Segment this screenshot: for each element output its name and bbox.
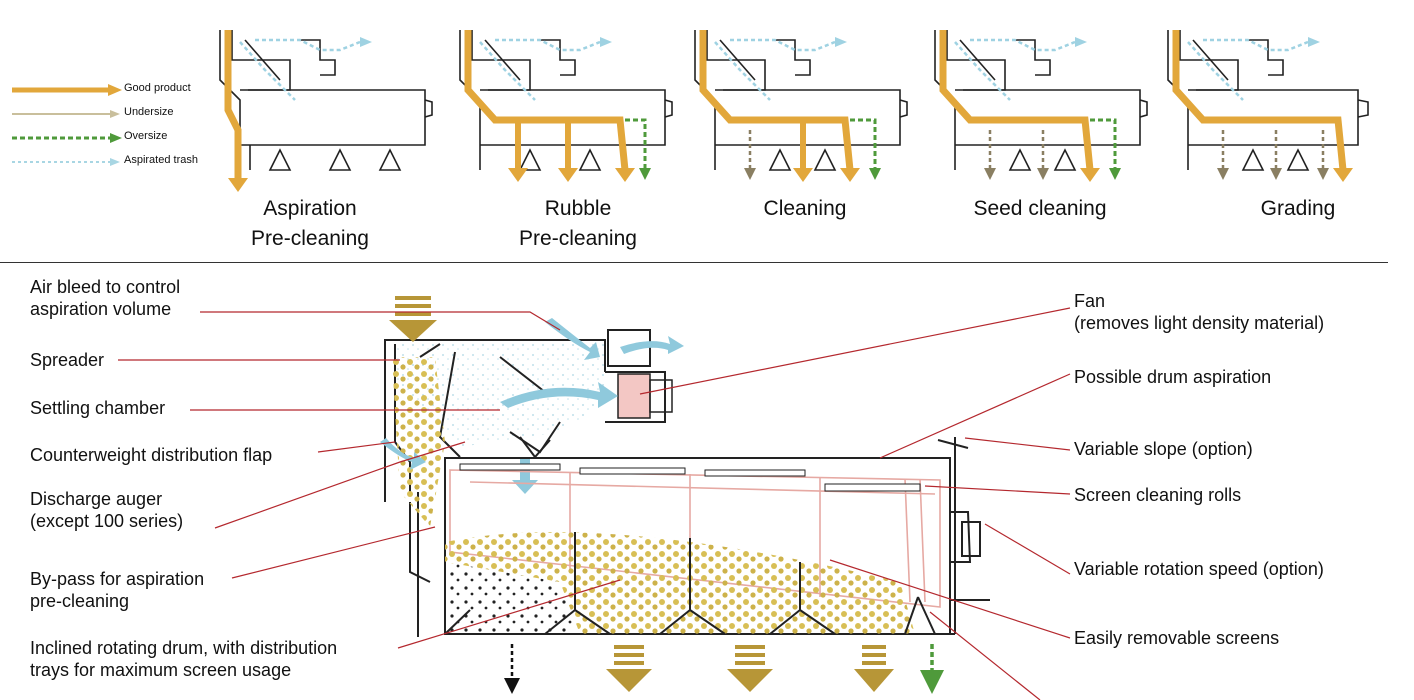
legend-oversize: Oversize [12,128,212,152]
mode-diagram-aspiration [219,30,433,192]
callout-leader-lines [118,307,1071,700]
aspirated-trash-arrow-icon [12,158,120,166]
callout-bypass: By-pass for aspiration pre-cleaning [30,569,205,611]
callout-rotating-drum: Inclined rotating drum, with distributio… [30,638,338,680]
callout-fan: Fan (removes light density material) [1074,291,1325,333]
callout-air-bleed: Air bleed to control aspiration volume [30,277,181,319]
mode-label-cleaning: Cleaning [763,197,847,220]
callout-discharge-auger: Discharge auger (except 100 series) [30,489,184,531]
legend-label: Oversize [124,130,168,142]
callout-screen-cleaning-rolls: Screen cleaning rolls [1074,485,1242,505]
legend-aspirated-trash: Aspirated trash [12,152,212,176]
undersize-arrow-icon [12,110,120,118]
settling-chamber-dust [395,344,605,447]
good-product-arrow-icon [12,84,122,96]
feed-inlet-icon [389,296,437,342]
mode-diagram-cleaning [694,30,908,182]
legend-label: Aspirated trash [124,154,198,166]
callout-variable-slope: Variable slope (option) [1074,439,1253,459]
machine-cutaway-diagram [118,296,1071,700]
mode-diagram-rubble [459,30,673,182]
legend-label: Good product [124,82,191,94]
undersize-particles [445,562,575,634]
legend-undersize: Undersize [12,104,212,128]
incoming-grain [392,357,445,527]
callout-spreader: Spreader [30,350,105,370]
distribution-trays [444,532,936,635]
drum-screens [449,469,941,608]
section-divider [0,262,1388,263]
mode-label-grading: Grading [1260,197,1336,220]
output-arrows [504,644,944,694]
flow-legend: Good product Undersize Oversize Aspirate… [12,80,212,176]
legend-label: Undersize [124,106,174,118]
fan-icon [617,373,651,419]
callout-settling-chamber: Settling chamber [30,398,166,418]
callout-distribution-flap: Counterweight distribution flap [30,445,273,465]
legend-good-product: Good product [12,80,212,104]
screen-cleaning-rolls [459,463,921,492]
air-flow-icon [380,318,684,494]
oversize-arrow-icon [12,133,122,143]
mode-label-rubble: Rubble Pre-cleaning [519,197,637,250]
mode-diagram-grading [1167,30,1369,182]
callout-rotation-speed: Variable rotation speed (option) [1074,559,1324,579]
grain-bed [445,532,915,634]
callout-removable-screens: Easily removable screens [1074,628,1280,648]
mode-label-aspiration: Aspiration Pre-cleaning [251,197,369,250]
callout-drum-aspiration: Possible drum aspiration [1074,367,1272,387]
fan-motor-icon [649,379,673,413]
mode-label-seed-cleaning: Seed cleaning [973,197,1107,220]
mode-diagram-seed-cleaning [934,30,1148,182]
